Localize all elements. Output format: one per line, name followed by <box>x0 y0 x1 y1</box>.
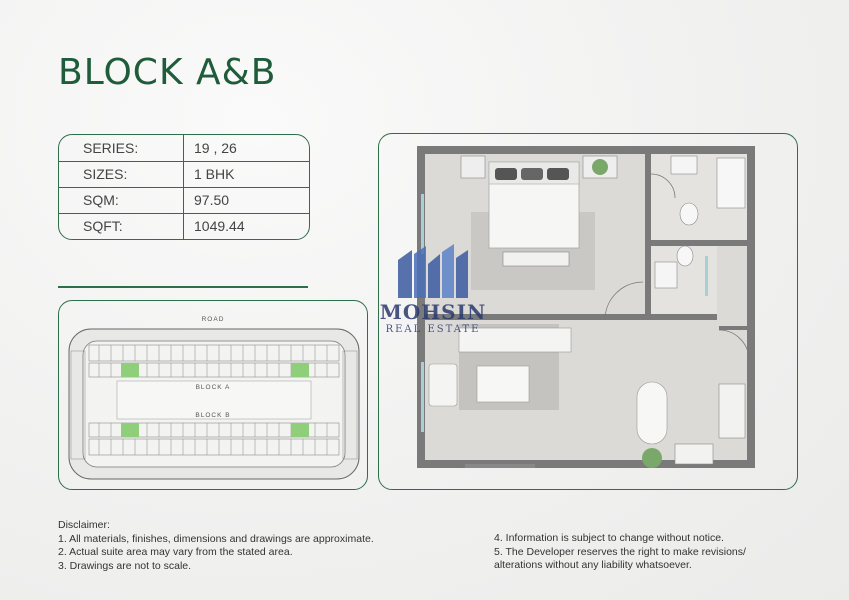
section-divider <box>58 286 308 288</box>
disclaimer-right: 4. Information is subject to change with… <box>494 532 746 573</box>
spec-value: 1 BHK <box>194 166 235 182</box>
disclaimer-item: 4. Information is subject to change with… <box>494 532 724 544</box>
disclaimer-heading: Disclaimer: <box>58 519 110 531</box>
spec-divider <box>59 187 309 188</box>
site-plan: ROAD BLOCK A BLOCK B <box>58 300 368 490</box>
spec-value: 97.50 <box>194 192 230 208</box>
disclaimer-left: Disclaimer: 1. All materials, finishes, … <box>58 519 374 573</box>
disclaimer-item: 3. Drawings are not to scale. <box>58 559 192 572</box>
road-label: ROAD <box>202 316 225 323</box>
spec-row-sqft: SQFT: 1049.44 <box>59 213 309 239</box>
disclaimer-item: 5. The Developer reserves the right to m… <box>494 545 746 558</box>
spec-label: SIZES: <box>83 166 128 182</box>
spec-value: 1049.44 <box>194 218 245 234</box>
spec-row-sqm: SQM: 97.50 <box>59 187 309 213</box>
block-b-label: BLOCK B <box>195 412 230 419</box>
spec-row-sizes: SIZES: 1 BHK <box>59 161 309 187</box>
floor-plan-drawing <box>417 146 755 468</box>
block-a-label: BLOCK A <box>196 384 231 391</box>
specs-table: SERIES: 19 , 26 SIZES: 1 BHK SQM: 97.50 … <box>58 134 310 240</box>
spec-divider <box>59 213 309 214</box>
spec-value: 19 , 26 <box>194 140 237 156</box>
page-title: BLOCK A&B <box>58 52 277 93</box>
spec-divider <box>59 161 309 162</box>
spec-label: SERIES: <box>83 140 139 156</box>
watermark-logo: MOHSIN REAL ESTATE <box>368 240 498 340</box>
site-plan-drawing: ROAD BLOCK A BLOCK B <box>68 316 360 480</box>
disclaimer-item: 2. Actual suite area may vary from the s… <box>58 546 293 558</box>
disclaimer-item: alterations without any liability whatso… <box>494 559 692 571</box>
spec-row-series: SERIES: 19 , 26 <box>59 135 309 161</box>
floor-plan-panel <box>378 133 798 490</box>
spec-label: SQFT: <box>83 218 123 234</box>
watermark-building-icon <box>398 244 468 298</box>
watermark-sub: REAL ESTATE <box>385 324 481 335</box>
disclaimer-item: 1. All materials, finishes, dimensions a… <box>58 532 374 545</box>
watermark-name: MOHSIN <box>379 300 487 324</box>
spec-label: SQM: <box>83 192 119 208</box>
